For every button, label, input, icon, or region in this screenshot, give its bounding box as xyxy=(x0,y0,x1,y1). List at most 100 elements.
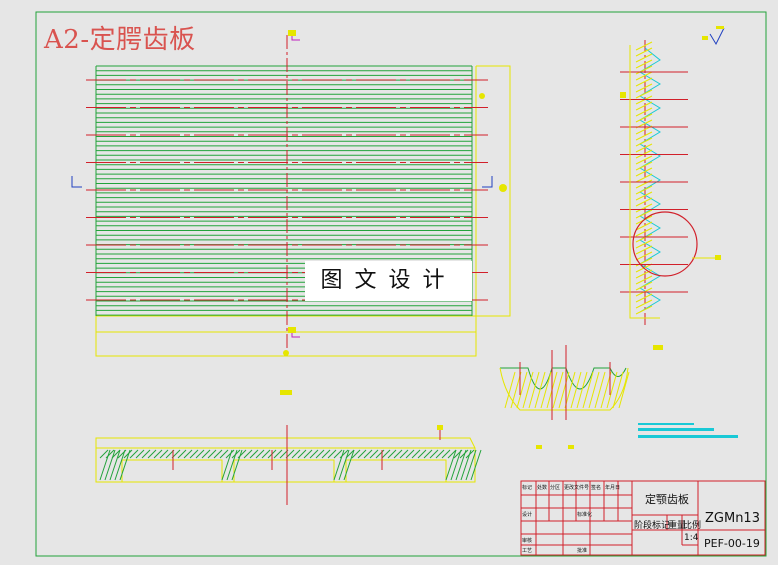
hatch-line xyxy=(635,107,653,117)
hatch-line xyxy=(411,449,421,459)
hatch-line xyxy=(635,221,653,231)
hatch-line xyxy=(635,131,653,141)
small-label-sign: 签名 xyxy=(591,485,602,491)
hatch-line xyxy=(534,371,546,409)
hatch-line xyxy=(405,449,415,459)
hatch-line xyxy=(516,371,528,409)
hatch-line xyxy=(213,449,223,459)
hatch-line xyxy=(321,449,331,459)
scale-value: 1:4 xyxy=(684,533,699,543)
hatch-line xyxy=(635,65,653,75)
hatch-line xyxy=(635,47,653,57)
hatch-line xyxy=(345,449,355,459)
hatch-line xyxy=(635,281,653,291)
hatch-line xyxy=(351,449,361,459)
bottom-section-view xyxy=(95,390,482,505)
hatch-line xyxy=(445,449,457,481)
stage-label: 阶段标记 xyxy=(634,521,671,531)
hatch-line xyxy=(117,449,127,459)
hatch-line xyxy=(453,449,463,459)
row-label-design: 设计 xyxy=(522,512,533,518)
hatch-line xyxy=(343,449,355,481)
hatch-line xyxy=(635,179,653,189)
hatch-line xyxy=(635,227,653,237)
hatch-line xyxy=(381,449,391,459)
hatch-line xyxy=(470,449,482,481)
small-label-change: 更改文件号 xyxy=(564,485,590,491)
hatch-line xyxy=(635,185,653,195)
hatch-line xyxy=(201,449,211,459)
hatch-line xyxy=(159,449,169,459)
hatch-line xyxy=(635,53,653,63)
hatch-line xyxy=(465,449,477,481)
hatch-line xyxy=(612,371,624,409)
hatch-line xyxy=(450,449,462,481)
title-block xyxy=(520,480,766,556)
hatch-line xyxy=(333,449,345,481)
hatch-line xyxy=(429,449,439,459)
hatch-line xyxy=(588,371,600,409)
tooth-lines xyxy=(95,65,473,316)
roughness-symbol xyxy=(702,26,725,46)
hatch-line xyxy=(635,233,653,243)
hatch-line xyxy=(522,371,534,409)
small-label-zone: 分区 xyxy=(550,485,561,491)
hatch-line xyxy=(273,449,283,459)
hatch-line xyxy=(219,449,229,459)
hatch-line xyxy=(635,77,653,87)
hatch-line xyxy=(105,449,115,459)
hatch-line xyxy=(309,449,319,459)
hatch-line xyxy=(315,449,325,459)
hatch-line xyxy=(594,371,606,409)
hatch-line xyxy=(447,449,457,459)
hatch-line xyxy=(297,449,307,459)
hatch-line xyxy=(255,449,265,459)
drawing-title: A2-定腭齿板 xyxy=(44,25,196,55)
row-label-process: 工艺 xyxy=(522,548,533,554)
hatch-line xyxy=(635,137,653,147)
hatch-line xyxy=(303,449,313,459)
hatch-line xyxy=(237,449,247,459)
small-label-approve: 批准 xyxy=(577,548,588,554)
hatch-line xyxy=(393,449,403,459)
hatch-line xyxy=(504,371,516,409)
row-label-marks: 标记 xyxy=(522,485,533,491)
hatch-line xyxy=(635,89,653,99)
hatch-line xyxy=(111,449,121,459)
hatch-line xyxy=(618,371,630,409)
hatch-line xyxy=(459,449,469,459)
hatch-line xyxy=(183,449,193,459)
hatch-line xyxy=(339,449,349,459)
small-label-count: 处数 xyxy=(537,485,548,491)
hatch-line xyxy=(635,173,653,183)
hatch-line xyxy=(435,449,445,459)
hatch-line xyxy=(635,191,653,201)
hatch-line xyxy=(635,239,653,249)
hatch-line xyxy=(189,449,199,459)
hatch-line xyxy=(177,449,187,459)
hatch-line xyxy=(243,449,253,459)
hatch-line xyxy=(635,167,653,177)
hatch-line xyxy=(338,449,350,481)
side-section-view xyxy=(620,40,721,350)
hatch-line xyxy=(635,161,653,171)
hatch-line xyxy=(635,305,653,315)
hatch-line xyxy=(635,71,653,81)
hatch-line xyxy=(261,449,271,459)
hatch-line xyxy=(327,449,337,459)
weight-label: 重量 xyxy=(668,521,687,531)
hatch-line xyxy=(635,83,653,93)
hatch-line xyxy=(455,449,467,481)
hatch-line xyxy=(369,449,379,459)
hatch-line xyxy=(357,449,367,459)
hatch-line xyxy=(114,449,126,481)
hatch-line xyxy=(606,371,618,409)
hatch-line xyxy=(635,155,653,165)
watermark-label: 图文设计 xyxy=(305,261,472,301)
hatch-line xyxy=(465,449,475,459)
hatch-line xyxy=(225,449,235,459)
hatch-line xyxy=(635,113,653,123)
small-label-date: 年月日 xyxy=(605,485,621,491)
hatch-line xyxy=(119,449,131,481)
